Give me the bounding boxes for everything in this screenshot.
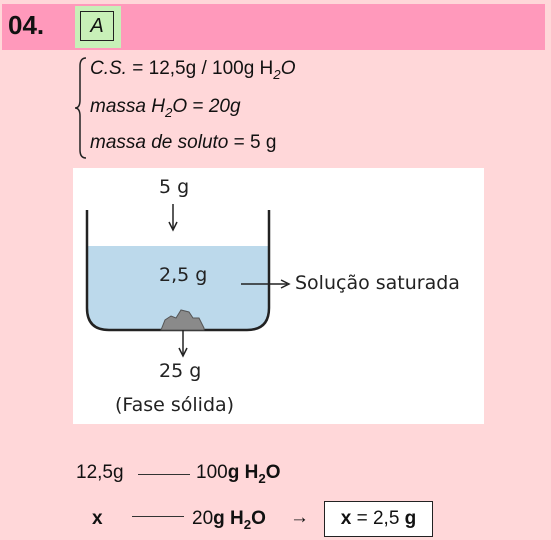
calc-row1-left: 12,5g bbox=[76, 462, 124, 483]
water-mass-line: massa H2O = 20g bbox=[90, 96, 241, 120]
answer-letter: A bbox=[80, 11, 114, 41]
solution-liquid bbox=[87, 246, 269, 330]
calc-row1-dash bbox=[138, 474, 190, 475]
saturated-solution-figure: 5 g 2,5 g Solução saturada 25 g (Fase só… bbox=[73, 168, 484, 424]
beaker-diagram bbox=[85, 204, 291, 358]
solution-label: Solução saturada bbox=[295, 272, 460, 294]
implies-arrow-icon: → bbox=[290, 507, 309, 528]
solid-mass-label: 25 g bbox=[159, 360, 202, 382]
solubility-line: C.S. = 12,5g / 100g H2O bbox=[90, 58, 296, 82]
dissolved-label: 2,5 g bbox=[159, 264, 208, 286]
result-box: x = 2,5 g bbox=[324, 501, 433, 537]
left-brace-icon bbox=[74, 57, 87, 159]
answer-badge: A bbox=[75, 6, 121, 48]
question-number: 04. bbox=[8, 10, 45, 40]
calc-row2-right: 20g H2O bbox=[192, 508, 266, 532]
calc-row2-dash bbox=[132, 516, 184, 517]
solid-phase-label: (Fase sólida) bbox=[115, 394, 235, 416]
solute-mass-line: massa de soluto = 5 g bbox=[90, 132, 277, 153]
calc-row2-left: x bbox=[92, 508, 103, 529]
added-solute-label: 5 g bbox=[159, 176, 190, 198]
solid-deposit bbox=[160, 309, 205, 331]
given-data-system: C.S. = 12,5g / 100g H2O massa H2O = 20g … bbox=[74, 56, 374, 160]
calc-row1-right: 100g H2O bbox=[196, 462, 281, 486]
